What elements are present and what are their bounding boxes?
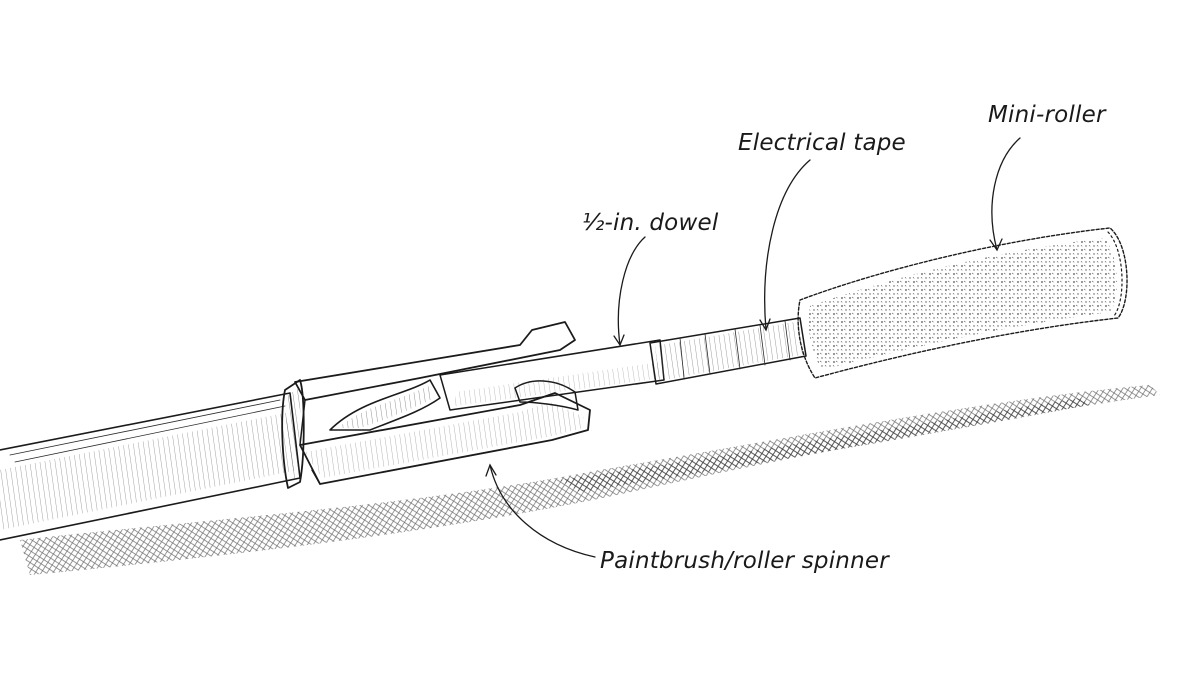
ground-shadow	[20, 385, 1160, 575]
dowel	[439, 339, 665, 411]
mini-roller	[797, 227, 1128, 379]
leader-lines	[485, 137, 1021, 558]
label-spinner: Paintbrush/roller spinner	[600, 548, 890, 574]
leader-spinner	[489, 464, 596, 558]
arrow-electrical-tape-icon	[759, 318, 771, 332]
leader-electrical-tape	[764, 159, 811, 331]
leader-mini-roller	[991, 137, 1021, 251]
label-dowel: ½-in. dowel	[582, 210, 719, 236]
leader-dowel	[617, 236, 646, 346]
electrical-tape	[649, 317, 807, 385]
label-electrical-tape: Electrical tape	[738, 130, 906, 156]
arrow-mini-roller-icon	[989, 238, 1003, 252]
spinner-frame	[294, 321, 591, 485]
arrow-spinner-icon	[485, 463, 497, 477]
label-mini-roller: Mini-roller	[988, 102, 1107, 128]
arrow-dowel-icon	[613, 334, 625, 347]
